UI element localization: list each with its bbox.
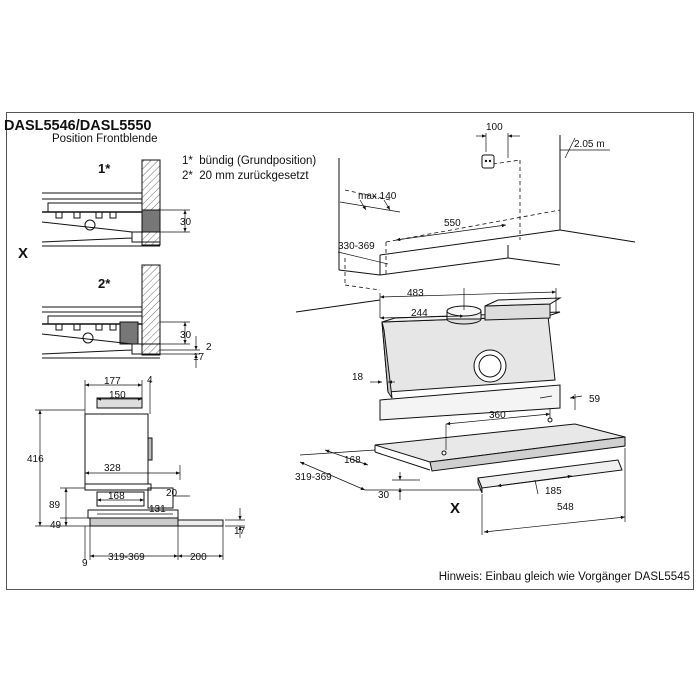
note-1-text: bündig (Grundposition) [199, 155, 317, 167]
label-x-right: X [450, 500, 460, 517]
dim-9: 9 [82, 558, 88, 569]
drawing-title: DASL5546/DASL5550 [4, 118, 152, 134]
socket-pin-icon [488, 159, 492, 163]
note-2-marker: 2* [182, 170, 193, 182]
dim-548: 548 [557, 502, 574, 513]
dim-2: 2 [206, 342, 212, 353]
dim-59: 59 [589, 394, 601, 405]
side-view-dimensions [35, 380, 245, 560]
side-view [84, 397, 224, 527]
dim-30-right: 30 [378, 490, 390, 501]
dim-319-369-right: 319-369 [295, 472, 332, 483]
dim-150: 150 [109, 390, 126, 401]
dim-4: 4 [147, 375, 153, 386]
cabinet-dimensions [337, 133, 610, 265]
note-1-marker: 1* [182, 155, 193, 167]
dim-30-mid: 30 [180, 330, 192, 341]
dim-100: 100 [486, 122, 503, 133]
label-pos1: 1* [98, 161, 111, 176]
dim-20: 20 [166, 488, 178, 499]
dim-168-left: 168 [108, 491, 125, 502]
note-1: 1* bündig (Grundposition) [182, 155, 317, 168]
dim-244: 244 [411, 308, 428, 319]
dim-416: 416 [27, 454, 44, 465]
dim-330-369: 330-369 [338, 241, 375, 252]
hood-dimensions [299, 288, 626, 535]
dim-360: 360 [489, 410, 506, 421]
dim-177: 177 [104, 376, 121, 387]
dim-550: 550 [444, 218, 461, 229]
label-pos2: 2* [98, 276, 111, 291]
socket-pin-icon [484, 159, 488, 163]
drawing-frame [6, 112, 694, 590]
dim-168-right: 168 [344, 455, 361, 466]
dim-max140: max.140 [358, 191, 397, 202]
cabinet-outline [295, 135, 636, 313]
dim-2-05m: 2.05 m [574, 139, 605, 150]
dim-17-bottom: 17 [234, 526, 246, 537]
footer-note: Hinweis: Einbau gleich wie Vorgänger DAS… [438, 571, 690, 583]
detail-position-1 [41, 159, 190, 247]
detail-position-2 [41, 264, 200, 368]
note-2: 2* 20 mm zurückgesetzt [182, 170, 309, 183]
dim-18: 18 [352, 372, 364, 383]
dim-328: 328 [104, 463, 121, 474]
dim-89: 89 [49, 500, 61, 511]
dim-483: 483 [407, 288, 424, 299]
dim-131: 131 [149, 504, 166, 515]
power-socket-icon [481, 154, 495, 169]
dim-319-369-left: 319-369 [108, 552, 145, 563]
label-x-left: X [18, 245, 28, 262]
dim-30-top: 30 [180, 217, 192, 228]
drawing-subtitle: Position Frontblende [52, 133, 158, 145]
dim-17-mid: 17 [193, 352, 205, 363]
dim-185: 185 [545, 486, 562, 497]
dim-49: 49 [50, 520, 62, 531]
dim-200: 200 [190, 552, 207, 563]
note-2-text: 20 mm zurückgesetzt [199, 170, 309, 182]
hood-body [374, 297, 626, 494]
